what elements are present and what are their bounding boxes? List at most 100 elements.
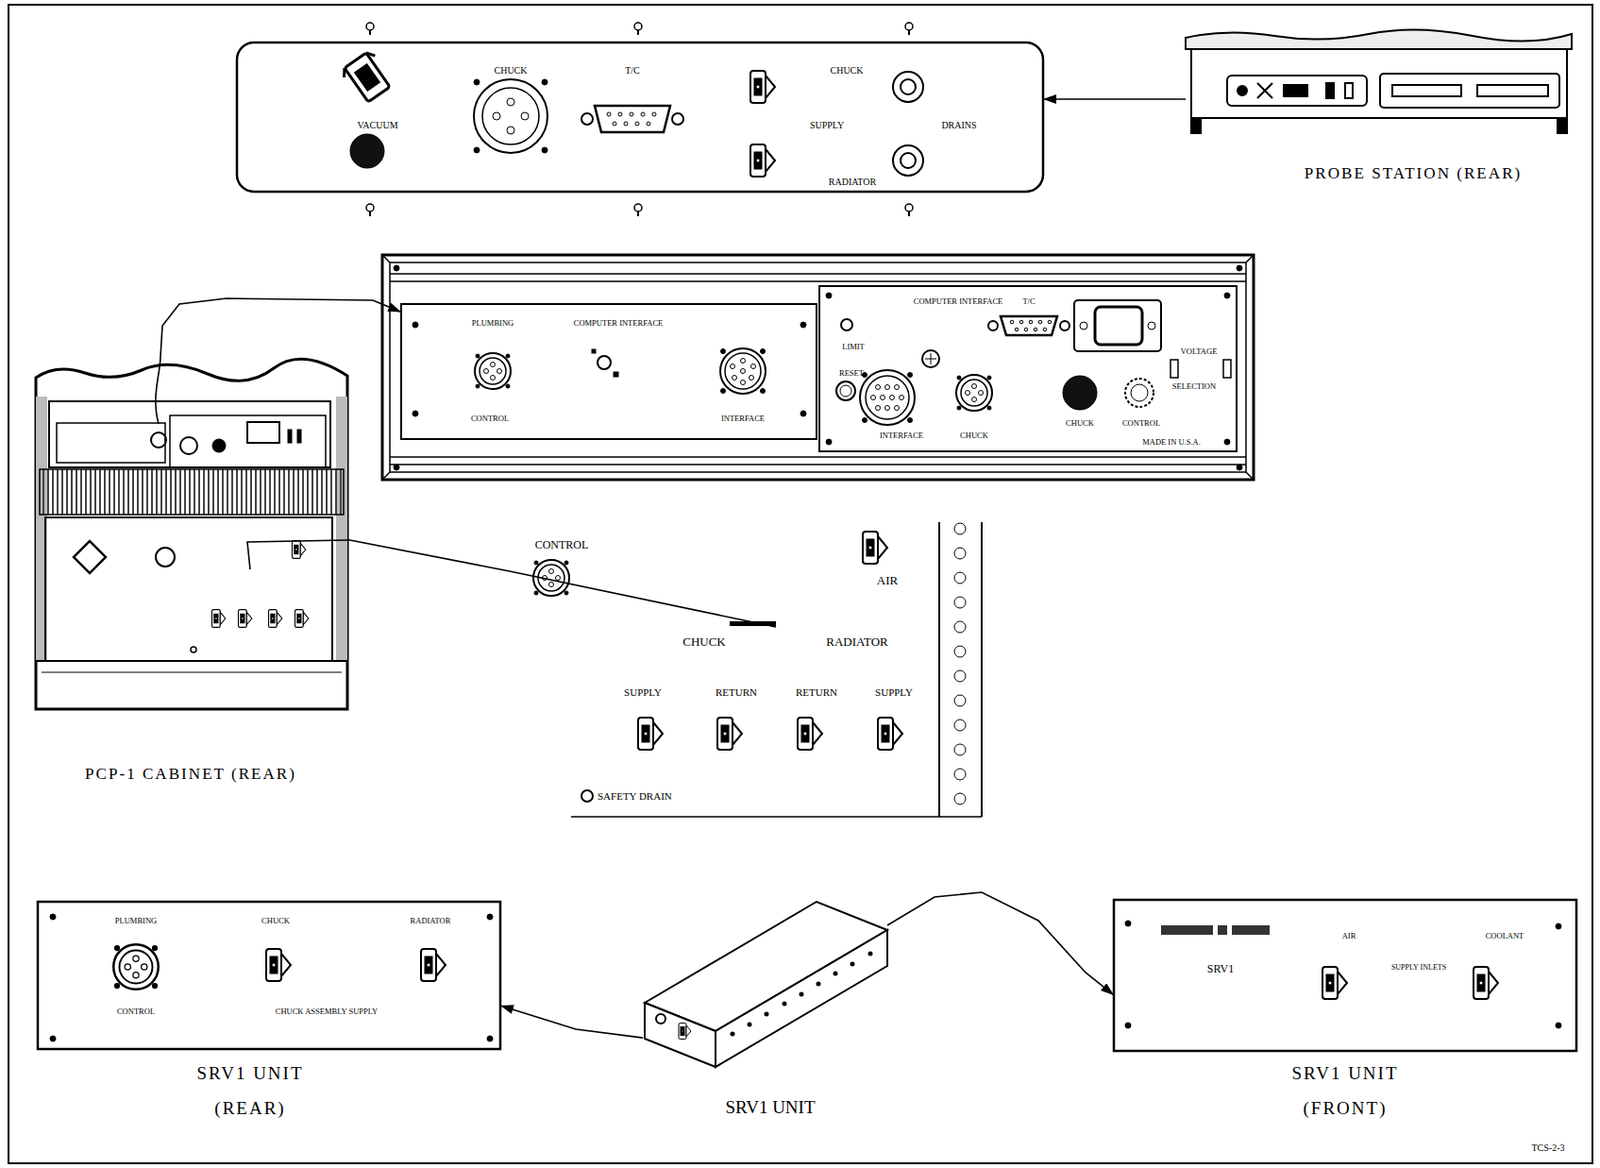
pcp1-cabinet-figure [247, 539, 348, 570]
pcp1-cabinet-figure [45, 517, 333, 661]
probe-station-rear-panel [750, 70, 775, 103]
pcp1-cabinet-figure [269, 609, 283, 628]
probe-station-figure [1237, 85, 1247, 96]
leader-line [887, 892, 1114, 995]
controller-rear-frame [389, 273, 1247, 465]
controller-left-panel [800, 321, 807, 328]
controller-right-panel [885, 385, 891, 390]
pcp1-cabinet-figure [35, 660, 348, 709]
controller-rear-frame [393, 464, 400, 471]
srv1-unit: SRV1 UNIT [642, 895, 888, 1129]
controller-right-panel [885, 405, 891, 411]
pcp1-cabinet-figure [35, 358, 348, 709]
controller-left-panel [597, 355, 611, 370]
pcp1-cabinet-figure [212, 438, 226, 453]
controller-panel: PLUMBINGCOMPUTER INTERFACECONTROLINTERFA… [401, 303, 817, 439]
probe-station-rear-panel [541, 79, 548, 85]
connector-label: RADIATOR [410, 916, 452, 926]
controller-left-panel [760, 349, 766, 354]
pcp1-cabinet-figure [35, 356, 348, 709]
controller-right-panel [956, 374, 993, 411]
figure-caption: PROBE STATION (REAR) [1295, 155, 1532, 191]
controller-rear-frame [382, 254, 1254, 480]
probe-station-figure [1185, 29, 1572, 134]
controller-left-panel [760, 388, 766, 394]
srv1-front-panel [1231, 925, 1270, 935]
connector-label: LIMIT [842, 342, 865, 352]
srv1-unit-figure [765, 1012, 769, 1016]
controller-rear-frame [382, 254, 1254, 480]
pcp1-cabinet-figure [247, 421, 280, 443]
probe-station-rear-panel [492, 112, 501, 120]
pcp1-cabinet-figure [41, 672, 342, 674]
controller-right-panel [871, 395, 876, 401]
pcp1-cabinet-figure [155, 356, 161, 424]
connector-label: SRV1 UNIT [724, 1097, 815, 1118]
srv1-front-panel [1473, 966, 1499, 999]
controller-right-panel [1125, 378, 1154, 407]
connector-label: AIR [876, 573, 898, 588]
probe-station-rear-panel [905, 203, 913, 217]
probe-station-figure [1345, 83, 1353, 99]
probe-station-rear-panel [606, 112, 611, 117]
connector-label: CHUCK [261, 916, 290, 926]
controller-right-panel [1062, 375, 1097, 410]
srv1-rear-panel [50, 1035, 56, 1042]
srv1-front-panel [1125, 1022, 1131, 1028]
probe-station-rear-panel [236, 42, 1044, 192]
connector-label: COOLANT [1485, 931, 1525, 941]
pcp1-cabinet-figure [190, 646, 197, 653]
connector-label: SRV1 [1207, 962, 1234, 976]
probe-station-rear-panel [594, 105, 671, 133]
pcp1-cabinet-figure [238, 609, 253, 628]
cabinet-detail-panel [877, 717, 903, 750]
srv1-front-panel [1113, 899, 1577, 1051]
cabinet-detail-panel [954, 719, 966, 731]
cabinet-detail-panel [571, 815, 982, 818]
pcp1-cabinet-figure [297, 429, 302, 443]
controller-right-panel [875, 405, 881, 411]
controller-right-panel [875, 385, 881, 390]
figure-caption: SRV1 UNIT (FRONT) [1260, 1055, 1431, 1126]
probe-station-rear-panel [506, 126, 515, 135]
srv1-front-panel [1322, 966, 1348, 999]
probe-station-figure [1326, 83, 1334, 99]
probe-station-figure [1185, 29, 1572, 50]
srv1-front-panel [1217, 925, 1228, 935]
cabinet-detail-panel [581, 790, 593, 802]
controller-left-panel [613, 371, 619, 377]
controller-left-panel [751, 364, 757, 370]
controller-right-panel [922, 350, 940, 368]
controller-left-panel [401, 303, 817, 439]
probe-station-rear-panel [900, 152, 916, 169]
connector-label: AIR [1342, 931, 1357, 941]
controller-right-panel [1033, 327, 1038, 332]
controller-right-panel [1224, 438, 1230, 445]
cabinet-detail-panel [954, 522, 966, 535]
connector-label: CHUCK [493, 65, 527, 76]
controller-rear-frame [1236, 265, 1243, 271]
srv1-unit-figure [644, 1002, 716, 1067]
connector-label: SUPPLY [623, 686, 662, 698]
cabinet-detail-panel [729, 621, 776, 626]
controller-right-panel [1060, 320, 1070, 331]
probe-station-figure [1227, 75, 1367, 106]
controller-right-panel [1074, 300, 1162, 352]
connector-label: CHUCK ASSEMBLY SUPPLY [275, 1007, 379, 1016]
srv1-rear-panel [487, 1035, 493, 1042]
controller-right-panel [1047, 320, 1052, 324]
leader-line [347, 539, 510, 573]
controller-right-panel [865, 375, 910, 420]
probe-station-rear-panel [646, 121, 651, 126]
probe-station-rear-panel [366, 22, 374, 35]
pcp1-cabinet-figure [292, 540, 306, 559]
probe-station-rear-panel [339, 50, 375, 78]
cabinet-detail-panel [638, 717, 663, 750]
connector-label: SUPPLY [809, 119, 844, 131]
connector-label: CONTROL [535, 538, 590, 552]
srv1-rear-panel [37, 901, 501, 1049]
controller-right-panel [1000, 316, 1058, 336]
controller-left-panel [721, 349, 726, 354]
controller-rear-frame [382, 254, 1254, 480]
connector-label: RETURN [715, 686, 758, 698]
